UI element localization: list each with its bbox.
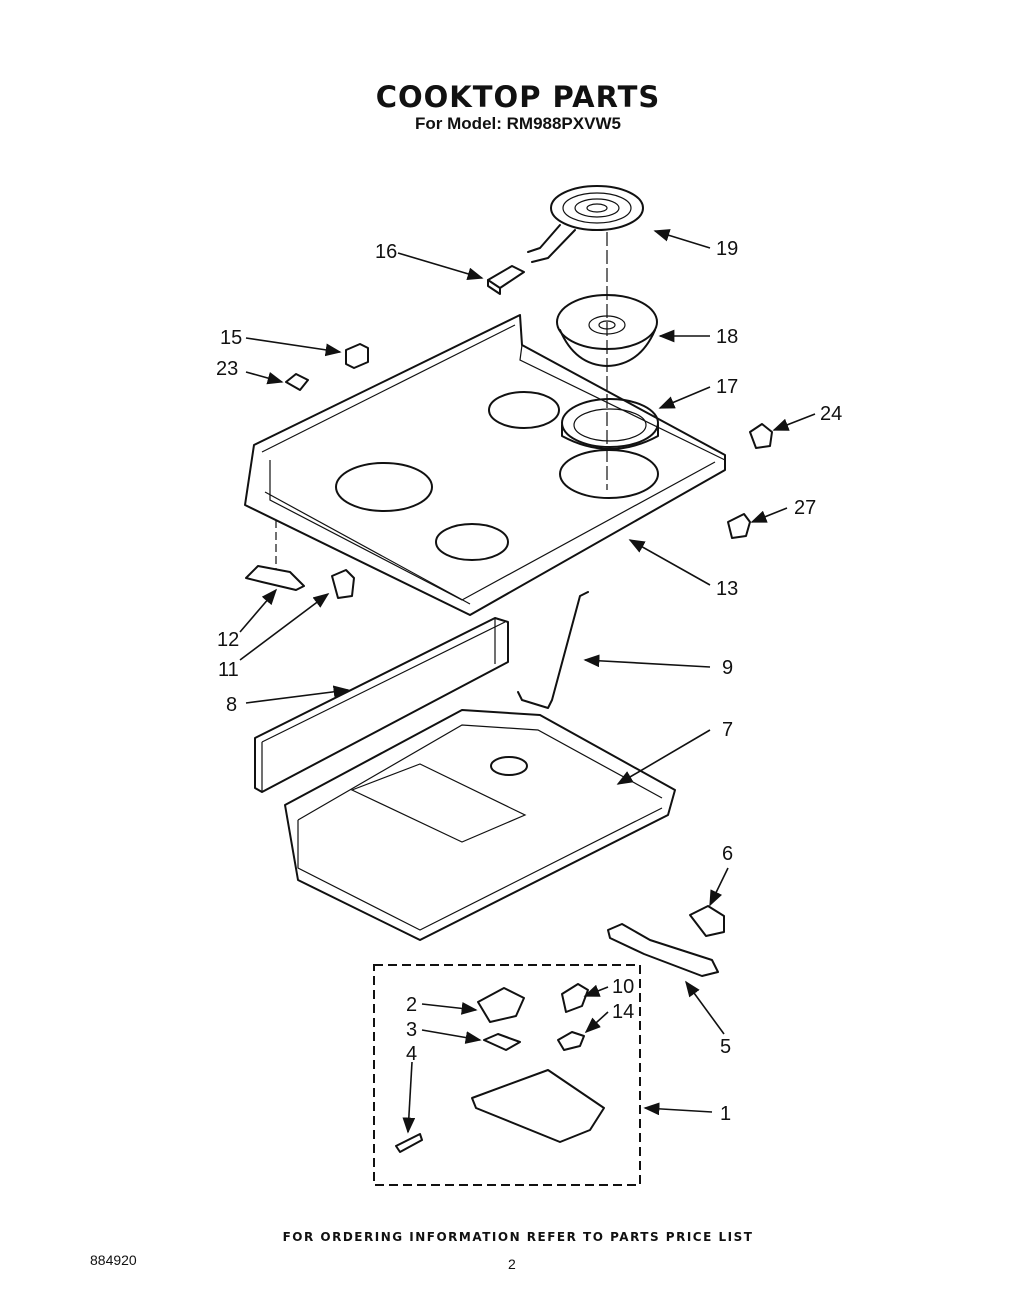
- callout-4: 4: [406, 1043, 417, 1065]
- rod-part: [517, 591, 589, 709]
- callout-1: 1: [720, 1103, 731, 1125]
- callout-6: 6: [722, 843, 733, 865]
- cooktop-part: [244, 314, 726, 616]
- callout-3: 3: [406, 1019, 417, 1041]
- callout-2: 2: [406, 994, 417, 1016]
- front-panel-part: [254, 617, 509, 793]
- clip-part-23: [285, 373, 309, 391]
- model-subtitle: For Model: RM988PXVW5: [415, 114, 621, 133]
- block-part-6: [689, 905, 725, 937]
- leader-lines: [239, 229, 816, 1134]
- callout-5: 5: [720, 1036, 731, 1058]
- terminal-block-part: [487, 265, 525, 295]
- callout-19: 19: [716, 238, 738, 260]
- switch-assembly-group: [373, 964, 641, 1186]
- receptacle-part-27: [727, 513, 751, 539]
- receptacle-part-24: [749, 423, 773, 449]
- document-number: 884920: [90, 1252, 137, 1268]
- surface-element-part: [527, 185, 644, 263]
- callout-23: 23: [216, 358, 238, 380]
- callout-18: 18: [716, 326, 738, 348]
- callout-15: 15: [220, 327, 242, 349]
- callout-13: 13: [716, 578, 738, 600]
- callout-labels: 19 16 18 17 15 23 24 27 13 12 11 9 8 7 6…: [216, 238, 842, 1125]
- small-parts-group: [245, 343, 773, 599]
- strap-part-5: [607, 923, 719, 977]
- callout-10: 10: [612, 976, 634, 998]
- callout-9: 9: [722, 657, 733, 679]
- ordering-note: FOR ORDERING INFORMATION REFER TO PARTS …: [282, 1230, 754, 1244]
- spacer-part-11: [331, 569, 355, 599]
- page-title: COOKTOP PARTS: [375, 80, 661, 114]
- callout-17: 17: [716, 376, 738, 398]
- bracket-part-15: [345, 343, 369, 369]
- callout-14: 14: [612, 1001, 634, 1023]
- hinge-part-12: [245, 565, 305, 591]
- callout-8: 8: [226, 694, 237, 716]
- bracket-parts-group: [607, 905, 725, 977]
- callout-12: 12: [217, 629, 239, 651]
- bottom-pan-part: [284, 709, 676, 941]
- callout-11: 11: [218, 659, 239, 681]
- callout-16: 16: [375, 241, 397, 263]
- page-number: 2: [508, 1256, 516, 1272]
- trim-ring-part: [561, 398, 659, 450]
- callout-24: 24: [820, 403, 842, 425]
- callout-7: 7: [722, 719, 733, 741]
- callout-27: 27: [794, 497, 816, 519]
